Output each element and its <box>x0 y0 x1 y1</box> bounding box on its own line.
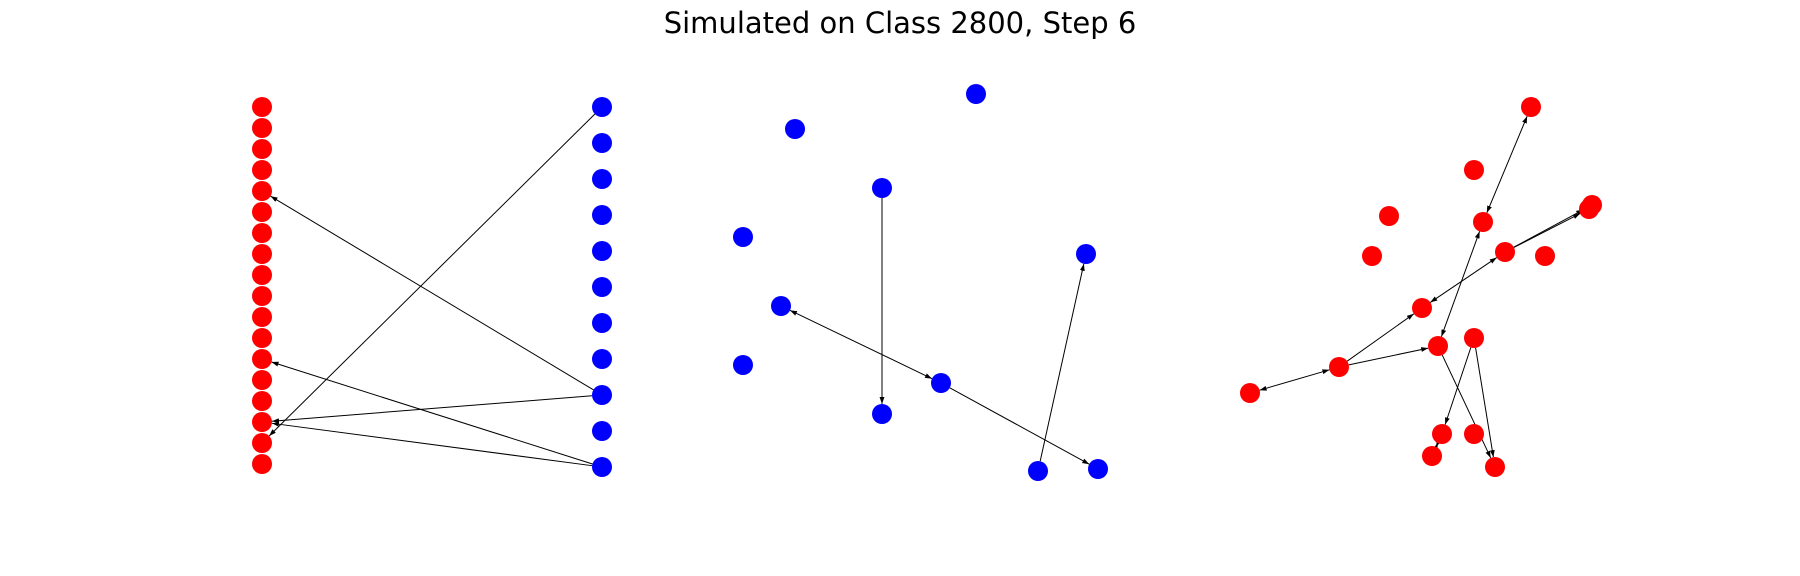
blue-graph-nodes <box>733 84 1108 481</box>
figure-title: Simulated on Class 2800, Step 6 <box>663 6 1137 40</box>
red-node <box>1379 206 1399 226</box>
blue-node <box>872 404 892 424</box>
red-node <box>252 454 272 474</box>
red-node <box>252 139 272 159</box>
blue-node <box>1088 459 1108 479</box>
bipartite-edge <box>271 361 593 465</box>
red-node <box>252 202 272 222</box>
blue-graph-panel <box>733 84 1108 481</box>
red-node <box>1464 424 1484 444</box>
red-node <box>252 391 272 411</box>
red-graph-edge <box>1444 347 1472 425</box>
blue-node <box>733 227 753 247</box>
red-graph-edge <box>1513 213 1581 248</box>
red-graph-nodes <box>1240 97 1602 477</box>
red-node <box>1329 357 1349 377</box>
red-graph-edge <box>1440 231 1481 337</box>
red-node <box>1521 97 1541 117</box>
red-node <box>1240 383 1260 403</box>
red-node <box>252 223 272 243</box>
blue-node <box>966 84 986 104</box>
blue-node <box>592 205 612 225</box>
red-node <box>1428 336 1448 356</box>
blue-node <box>1028 461 1048 481</box>
red-node <box>1495 242 1515 262</box>
blue-node <box>592 385 612 405</box>
blue-node <box>592 133 612 153</box>
red-node <box>252 349 272 369</box>
red-node <box>1412 298 1432 318</box>
red-node <box>1464 328 1484 348</box>
blue-node <box>592 313 612 333</box>
red-graph-edge <box>1513 209 1584 248</box>
red-node <box>252 97 272 117</box>
bipartite-edge <box>271 395 593 424</box>
blue-node <box>592 457 612 477</box>
red-node <box>1464 160 1484 180</box>
bipartite-edge <box>270 195 594 391</box>
blue-node <box>733 355 753 375</box>
red-node <box>1535 246 1555 266</box>
red-node <box>252 307 272 327</box>
red-graph-edge <box>1486 116 1528 213</box>
blue-node <box>592 169 612 189</box>
red-node <box>1485 457 1505 477</box>
red-node <box>252 328 272 348</box>
blue-graph-edge <box>789 309 933 380</box>
red-node <box>252 181 272 201</box>
red-graph-edge <box>1348 347 1429 366</box>
bipartite-edge <box>268 113 596 437</box>
blue-graph-edge <box>949 387 1090 465</box>
red-node <box>1432 424 1452 444</box>
blue-node <box>931 373 951 393</box>
red-graph-edge <box>1441 354 1492 459</box>
blue-node <box>872 178 892 198</box>
red-graph-edges <box>1259 116 1584 459</box>
blue-graph-edges <box>789 198 1090 465</box>
red-node <box>252 160 272 180</box>
red-graph-edge <box>1432 439 1442 451</box>
blue-node <box>592 241 612 261</box>
red-node <box>252 265 272 285</box>
blue-node <box>785 119 805 139</box>
bipartite-edges <box>268 113 596 467</box>
bipartite-nodes <box>252 97 612 477</box>
red-graph-edge <box>1475 347 1495 458</box>
red-graph-panel <box>1240 97 1602 477</box>
blue-node <box>592 421 612 441</box>
blue-node <box>1076 244 1096 264</box>
red-graph-edge <box>1346 313 1415 362</box>
red-node <box>252 244 272 264</box>
red-node <box>1362 246 1382 266</box>
red-node <box>1579 199 1599 219</box>
red-graph-edge <box>1259 369 1330 391</box>
red-node <box>1422 446 1442 466</box>
red-graph-edge <box>1430 257 1497 303</box>
blue-node <box>771 296 791 316</box>
red-node <box>252 118 272 138</box>
red-node <box>252 433 272 453</box>
red-node <box>1473 212 1493 232</box>
red-node <box>252 412 272 432</box>
red-node <box>252 370 272 390</box>
blue-node <box>592 349 612 369</box>
bipartite-graph-panel <box>252 97 612 477</box>
red-node <box>252 286 272 306</box>
blue-graph-edge <box>1039 263 1085 462</box>
blue-node <box>592 277 612 297</box>
blue-node <box>592 97 612 117</box>
bipartite-edge <box>271 421 593 467</box>
